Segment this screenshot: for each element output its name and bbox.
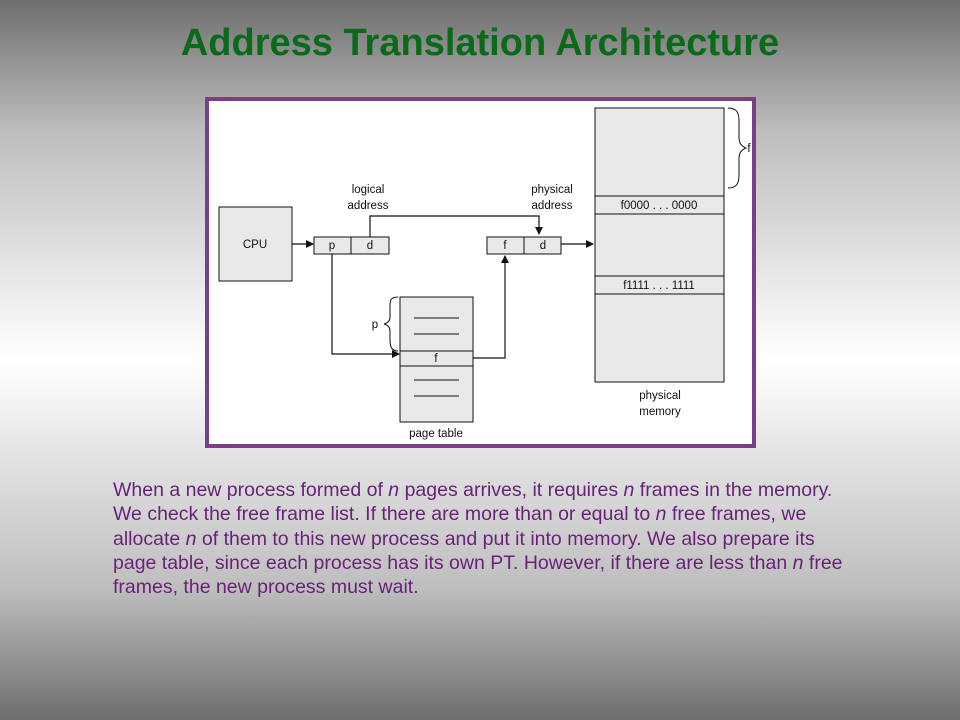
physical-memory-label-line1: physical [639,390,681,402]
italic-variable-n: n [792,551,804,574]
frame-end-row [594,275,725,295]
cpu-label: CPU [243,239,267,251]
physical-memory-label-line2: memory [639,406,681,418]
memory-f-label: f [747,143,751,155]
logical-address-label-line1: logical [352,184,385,196]
memory-f-brace [727,107,748,189]
cpu-box [218,206,293,282]
explanation-paragraph: When a new process formed of n pages arr… [113,478,853,599]
offset-d-arrow [369,215,543,237]
page-number-p-arrow [331,254,400,358]
paragraph-text-run: of them to this new process and put it i… [113,527,815,574]
physical-address-label-line2: address [532,200,573,212]
frame-start-row [594,195,725,215]
italic-variable-n: n [655,503,667,526]
italic-variable-n: n [185,527,197,550]
page-table-p-label: p [372,319,378,331]
italic-variable-n: n [388,479,400,501]
page-table-label: page table [409,428,463,440]
address-translation-figure: CPU p d logical address f d physical add… [205,97,756,448]
paragraph-text-run: pages arrives, it requires [399,479,624,501]
paragraph-text-run: free frames, the new process must wait. [113,551,843,599]
physical-d-label: d [540,240,546,252]
frame-start-address: f0000 . . . 0000 [621,200,698,212]
paragraph-text-run: When a new process formed of [113,479,389,501]
italic-variable-n: n [623,479,635,501]
logical-d-label: d [367,240,373,252]
page-table-p-brace [383,296,399,352]
frame-end-address: f1111 . . . 1111 [623,280,695,292]
address-translation-diagram: CPU p d logical address f d physical add… [218,107,751,440]
physical-memory-box [594,107,725,383]
logical-p-label: p [329,240,335,252]
physical-f-label: f [503,240,507,252]
paragraph-text-run: free frames, we allocate [113,503,807,550]
page-table-entry-f-label: f [434,353,438,365]
logical-address-label-line2: address [348,200,389,212]
physical-address-label-line1: physical [531,184,573,196]
paragraph-text-run: frames in the memory. We check the free … [113,479,833,526]
physical-address-d-box [523,236,562,255]
slide-title: Address Translation Architecture [180,22,780,64]
frame-number-f-arrow [473,255,509,359]
